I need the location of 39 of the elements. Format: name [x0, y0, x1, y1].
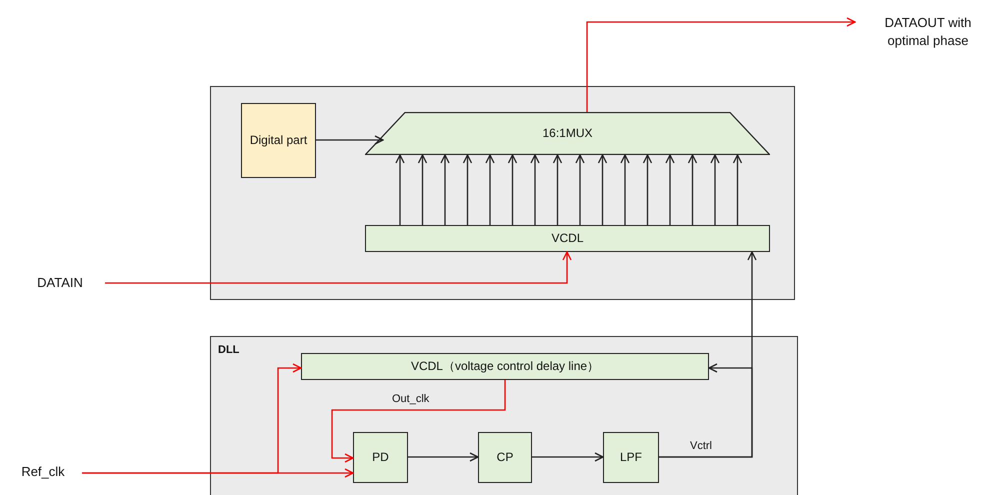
arrow: [418, 154, 428, 225]
signal-label: DATAOUT with optimal phase: [866, 10, 990, 54]
block-box: VCDL（voltage control delay line）: [301, 353, 709, 380]
block-box: VCDL: [365, 225, 770, 252]
panel: [210, 336, 798, 495]
arrow: [620, 154, 630, 225]
arrow: [532, 452, 604, 462]
arrow: [710, 154, 720, 225]
edge-label: Vctrl: [690, 440, 712, 452]
arrow: [408, 452, 479, 462]
arrow: [688, 154, 698, 225]
arrow: [530, 154, 540, 225]
panel: [210, 86, 795, 300]
arrow: [586, 17, 856, 112]
arrow: [395, 154, 405, 225]
block-box: CP: [478, 432, 532, 483]
arrow: [732, 154, 742, 225]
arrow: [462, 154, 472, 225]
signal-label: Ref_clk: [8, 463, 78, 481]
arrow: [659, 363, 753, 458]
arrow: [440, 154, 450, 225]
arrow: [82, 363, 302, 474]
arrow: [331, 380, 506, 463]
mux-trapezoid: 16:1MUX: [365, 112, 770, 155]
arrow: [552, 154, 562, 225]
arrow: [575, 154, 585, 225]
arrow: [316, 135, 384, 145]
block-box: LPF: [603, 432, 659, 483]
arrow: [508, 154, 518, 225]
edge-label: Out_clk: [392, 393, 430, 405]
signal-label: DATAIN: [20, 274, 100, 292]
arrow: [598, 154, 608, 225]
arrow: [665, 154, 675, 225]
arrow: [485, 154, 495, 225]
arrow: [642, 154, 652, 225]
panel-heading: DLL: [218, 343, 240, 358]
arrow: [105, 251, 572, 284]
logic-box: Digital part: [241, 103, 316, 178]
block-box: PD: [353, 432, 408, 483]
